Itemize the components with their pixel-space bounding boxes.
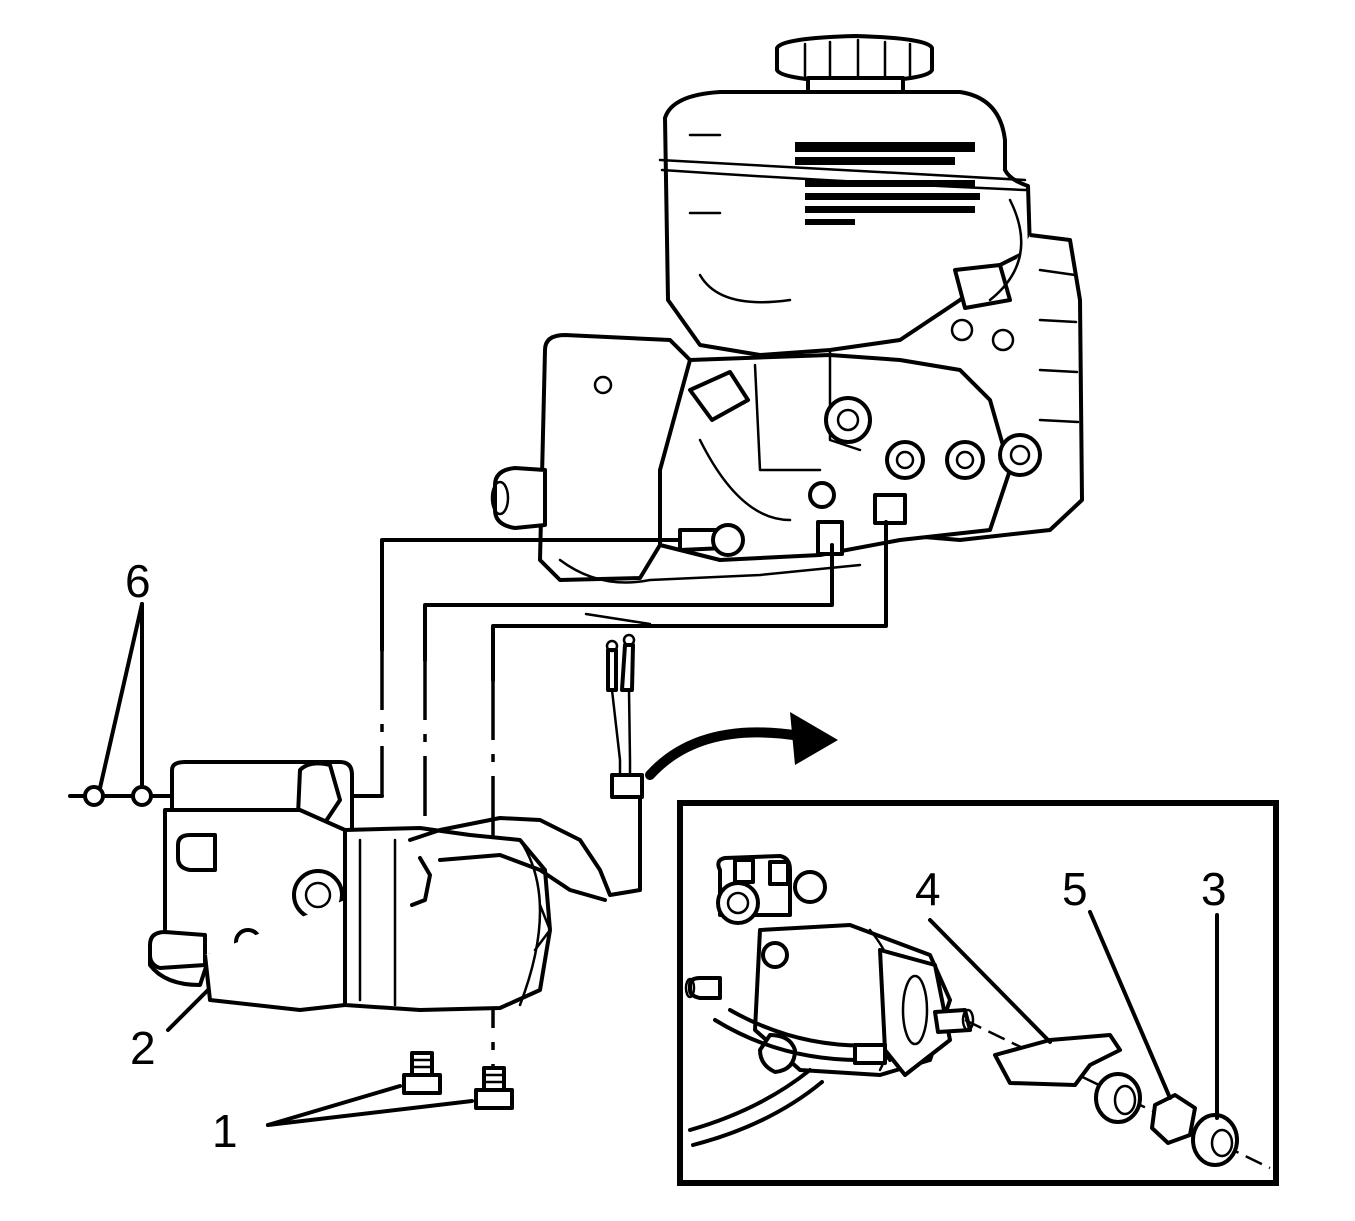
detail-arrow [645,712,838,780]
master-cylinder-reservoir [490,34,1084,584]
callout-2: 2 [130,1022,156,1074]
callout-5: 5 [1062,863,1088,915]
inset-detail [677,800,1279,1186]
hydraulic-unit [68,633,644,1012]
mounting-bolts [402,1051,514,1110]
callout-4: 4 [915,863,941,915]
callout-3: 3 [1201,863,1227,915]
callout-1: 1 [212,1105,238,1157]
callout-6: 6 [125,555,151,607]
leader-lines [98,602,474,1127]
